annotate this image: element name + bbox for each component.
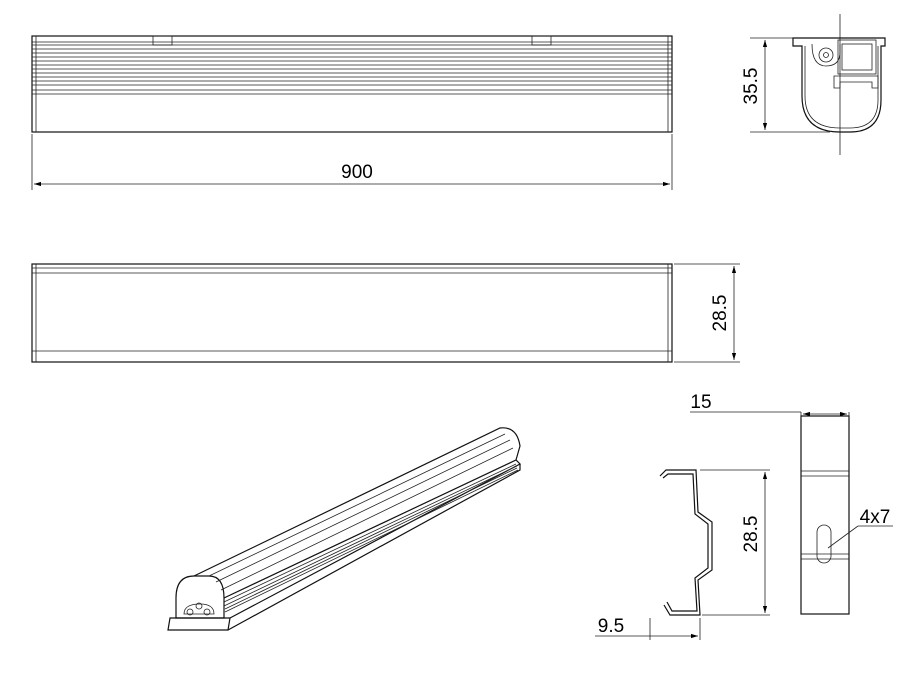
end-cap-holes [183,602,215,616]
clip-front-view: 15 4x7 [690,392,893,615]
front-view [31,35,673,133]
clip-tab-left [152,35,173,46]
slot-size-label: 4x7 [860,507,891,528]
clip-width-label: 15 [690,392,711,413]
length-label: 900 [341,162,373,183]
body-height-label: 28.5 [710,295,731,332]
clip-height-label: 28.5 [741,516,762,553]
end-profile-view: 35.5 [741,14,886,155]
clip-depth-label: 9.5 [598,616,624,637]
bottom-view: 28.5 [31,263,740,363]
mounting-slot [816,524,832,564]
length-dimension: 900 [31,134,673,190]
profile-height-label: 35.5 [741,68,762,105]
isometric-view [167,427,521,631]
clip-tab-right [531,35,552,46]
clip-side-view: 28.5 9.5 [595,469,770,640]
